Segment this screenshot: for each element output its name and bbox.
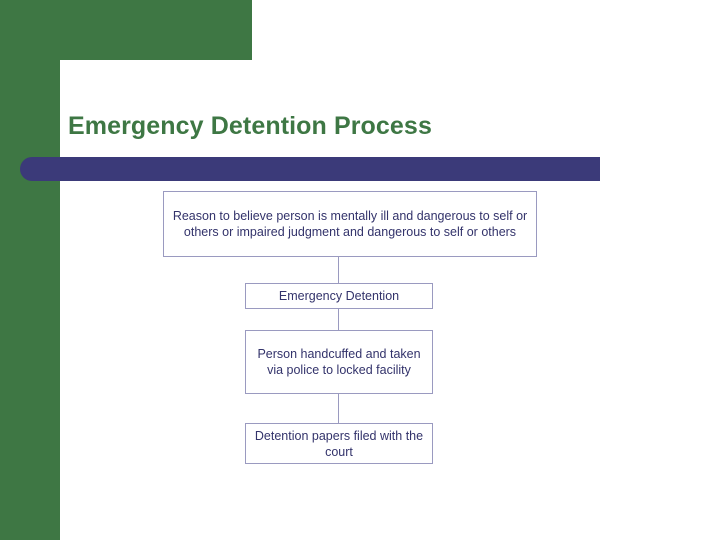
- page-title: Emergency Detention Process: [68, 112, 432, 140]
- flowchart-node-label: Emergency Detention: [278, 289, 400, 303]
- flowchart-node-label: Detention papers filed with the court: [254, 428, 424, 459]
- flowchart-node-detention-papers-filed: Detention papers filed with the court: [245, 423, 433, 464]
- flowchart-connector-1: [338, 257, 339, 283]
- flowchart-node-label: Person handcuffed and taken via police t…: [257, 347, 421, 377]
- flowchart-node-reason-to-believe: Reason to believe person is mentally ill…: [163, 191, 537, 257]
- purple-title-rule-decoration: [20, 157, 600, 181]
- flowchart-node-label: Reason to believe person is mentally ill…: [172, 209, 528, 239]
- flowchart-node-emergency-detention: Emergency Detention: [245, 283, 433, 309]
- flowchart-node-person-handcuffed: Person handcuffed and taken via police t…: [245, 330, 433, 394]
- green-left-column-decoration: [0, 0, 60, 540]
- flowchart-connector-3: [338, 394, 339, 423]
- flowchart-connector-2: [338, 309, 339, 330]
